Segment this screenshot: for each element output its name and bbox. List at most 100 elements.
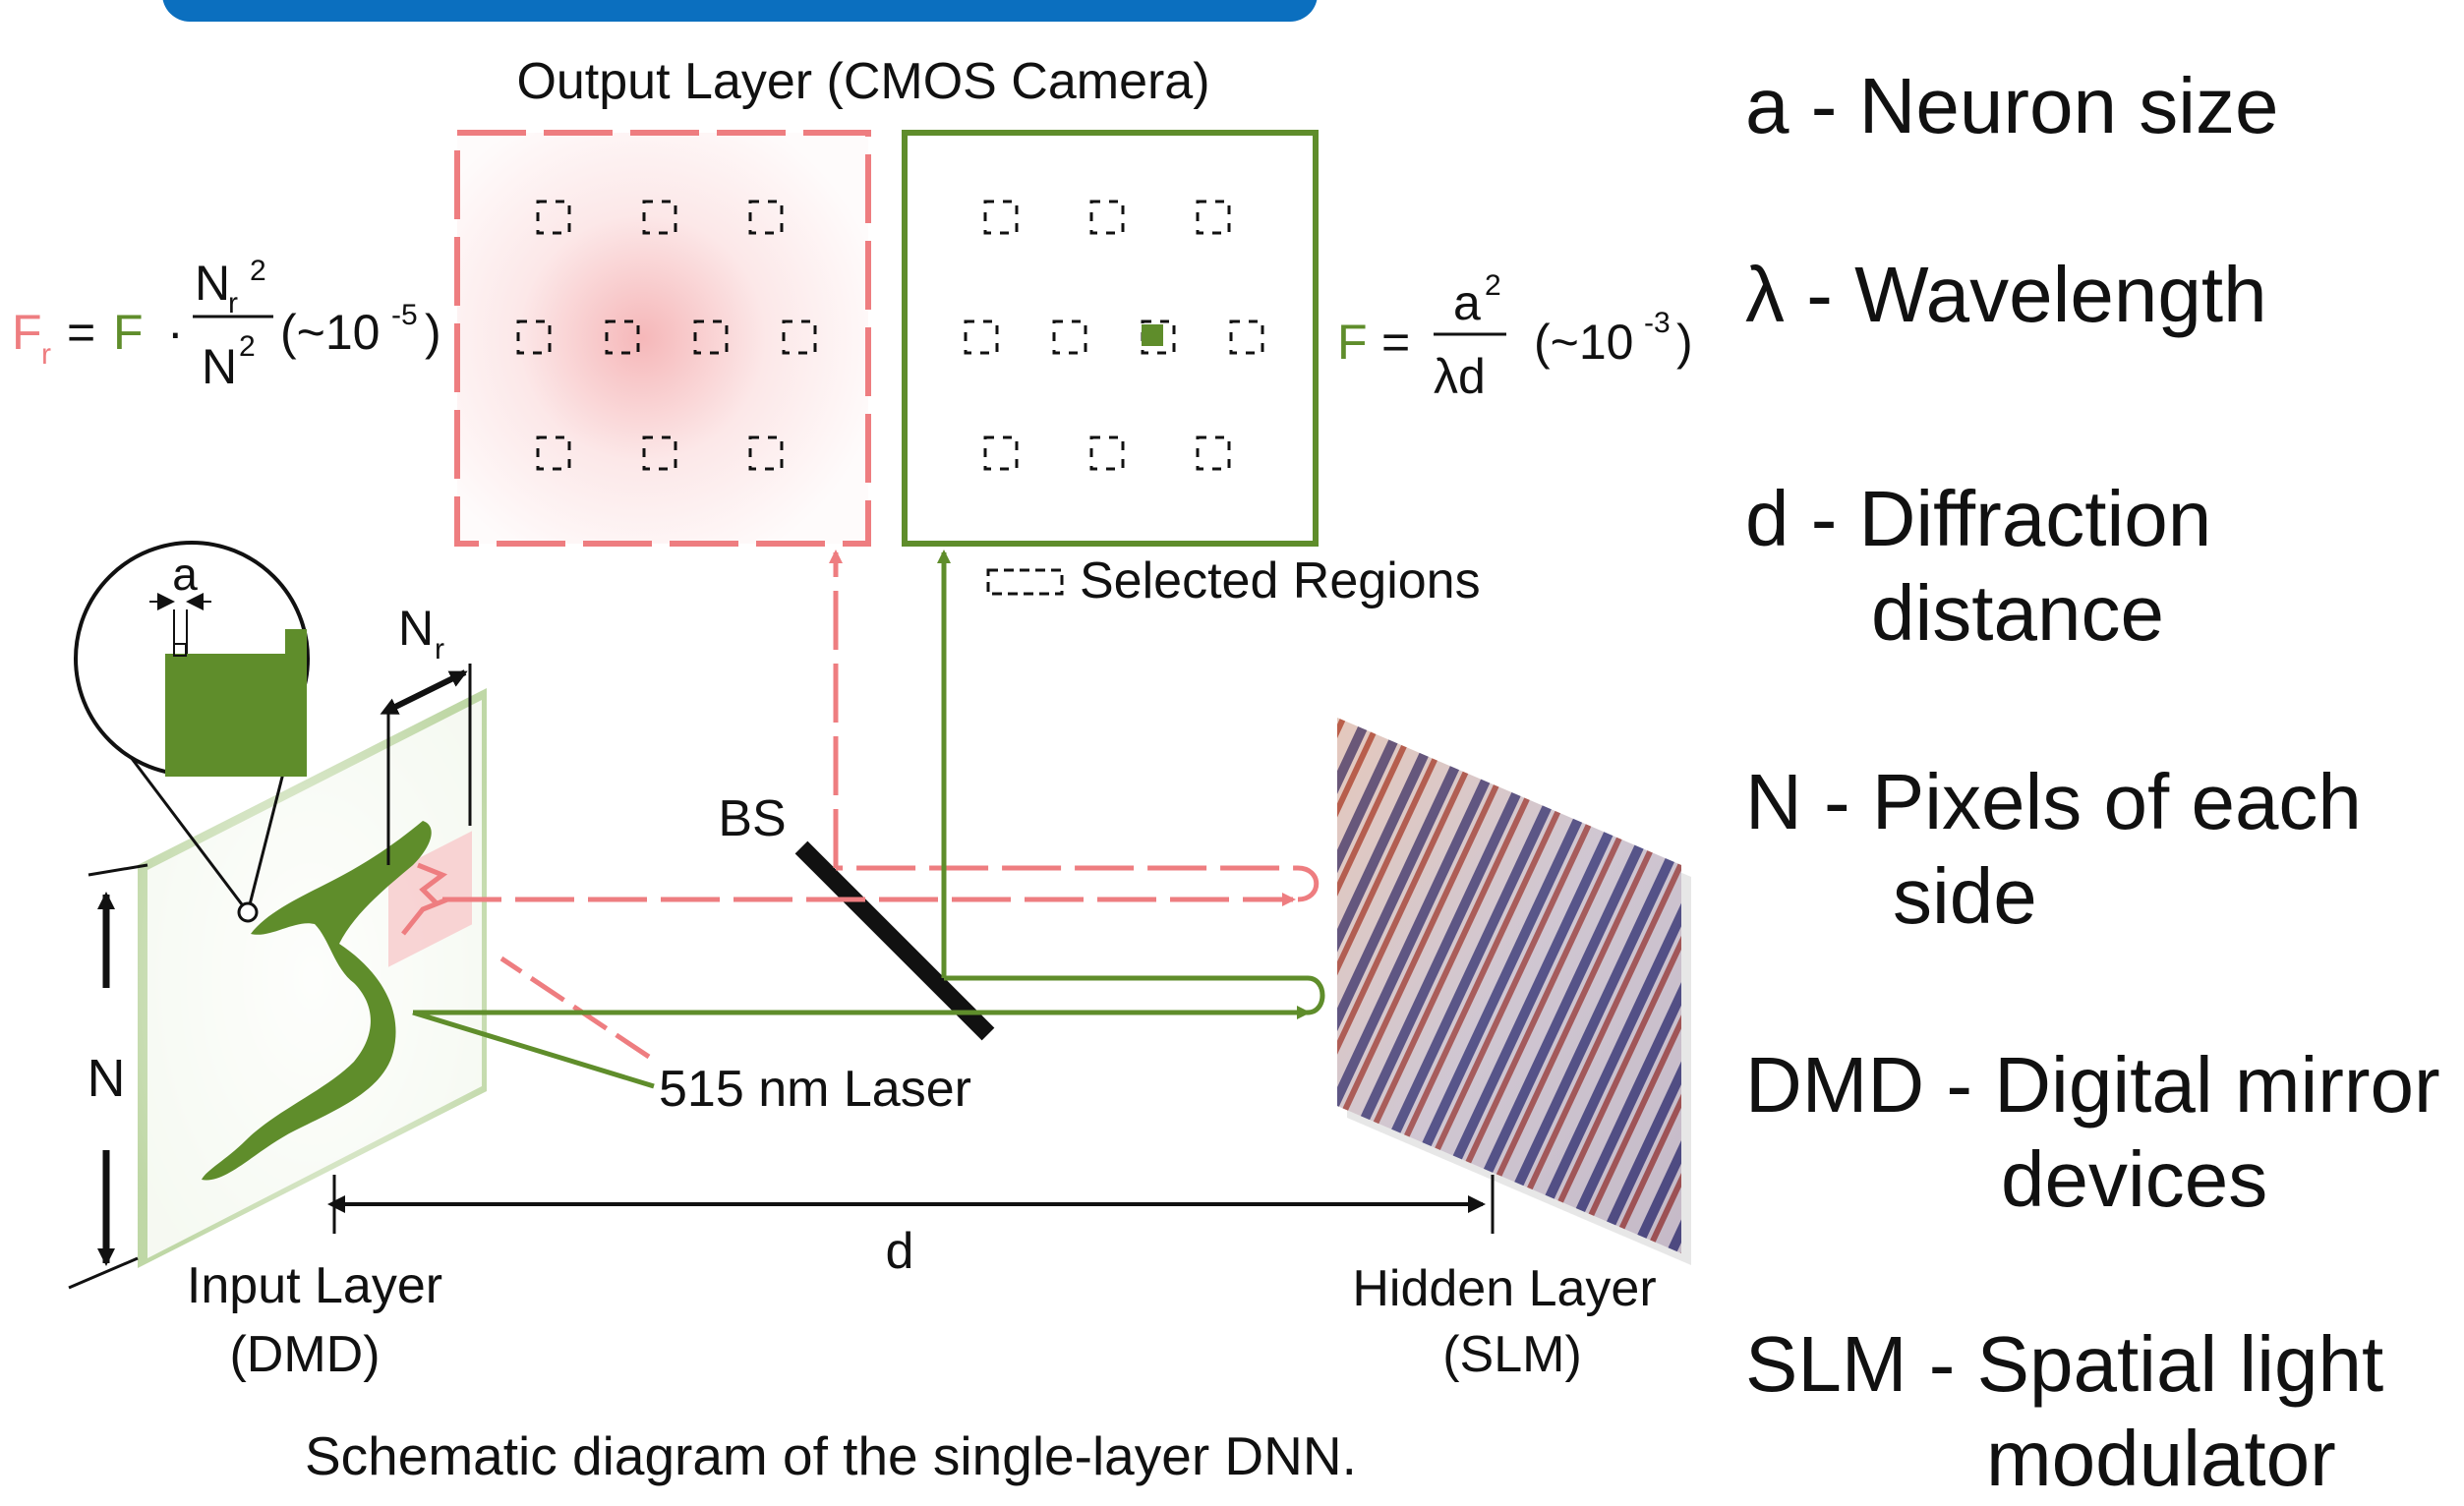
legend-definition-line: Neuron size xyxy=(1858,62,2279,149)
legend-definition-line: Spatial light xyxy=(1976,1320,2384,1408)
svg-text:N: N xyxy=(88,1049,126,1108)
legend-entry-a: a - Neuron size xyxy=(1745,59,2278,153)
slm-panel xyxy=(1337,718,1691,1265)
legend-separator: - xyxy=(1785,251,1855,338)
svg-text:r: r xyxy=(228,287,238,319)
svg-text:d: d xyxy=(886,1223,914,1280)
dmd-panel xyxy=(138,688,487,1268)
selected-region-box xyxy=(1196,435,1231,471)
selected-region-box xyxy=(1229,319,1264,355)
svg-text:a: a xyxy=(1453,275,1481,330)
selected-regions-legend: Selected Regions xyxy=(986,552,1481,609)
svg-text:N: N xyxy=(195,256,230,311)
legend-term: DMD xyxy=(1745,1041,1925,1129)
legend-definition-line: Wavelength xyxy=(1854,251,2267,338)
svg-text:r: r xyxy=(41,338,51,371)
svg-text:(~10: (~10 xyxy=(280,305,380,360)
hidden-layer-label-line2: (SLM) xyxy=(1442,1326,1582,1383)
svg-text:F: F xyxy=(113,305,144,360)
input-layer-label-line1: Input Layer xyxy=(187,1257,442,1314)
legend-separator: - xyxy=(1789,475,1859,562)
handwritten-digit-shape xyxy=(202,821,432,1181)
selected-region-box xyxy=(693,319,729,355)
selected-region-box xyxy=(1089,200,1125,235)
svg-text:): ) xyxy=(425,305,441,360)
legend-separator: - xyxy=(1907,1320,1977,1408)
legend-definition-line: Pixels of each xyxy=(1871,758,2362,845)
output-panel-expected xyxy=(902,130,1319,547)
selected-region-box xyxy=(642,435,677,471)
svg-text:=: = xyxy=(1381,315,1410,370)
svg-text:BS: BS xyxy=(718,790,786,847)
selected-region-box xyxy=(1196,200,1231,235)
svg-text:2: 2 xyxy=(1485,269,1501,302)
svg-text:λd: λd xyxy=(1434,349,1486,404)
legend-separator: - xyxy=(1789,62,1859,149)
laser-label: 515 nm Laser xyxy=(659,1061,971,1118)
selected-region-box xyxy=(536,435,571,471)
legend-term: SLM xyxy=(1745,1320,1907,1408)
legend-definition-line: side xyxy=(1893,852,2037,940)
legend-definition-line: Diffraction xyxy=(1858,475,2212,562)
svg-text:-5: -5 xyxy=(391,299,418,331)
selected-region-box xyxy=(782,319,817,355)
nr-dimension: N r xyxy=(380,601,472,865)
selected-region-box xyxy=(536,200,571,235)
neuron-zoom-inset: a xyxy=(74,541,310,913)
pink-beam xyxy=(442,550,1320,1060)
legend-definition-line: modulator xyxy=(1986,1415,2336,1502)
selected-region-box xyxy=(1052,319,1087,355)
legend-separator: - xyxy=(1801,758,1872,845)
selected-region-box xyxy=(605,319,640,355)
n-dimension: N xyxy=(68,863,148,1290)
svg-text:F: F xyxy=(1337,315,1368,370)
green-beam xyxy=(412,550,1325,1089)
beam-splitter: BS xyxy=(718,790,995,1041)
svg-text:(~10: (~10 xyxy=(1534,315,1633,370)
svg-text:N: N xyxy=(202,339,237,394)
selected-region-box xyxy=(964,319,999,355)
legend-term: d xyxy=(1745,475,1789,562)
legend-definition-line: distance xyxy=(1871,569,2164,657)
selected-region-box xyxy=(1089,435,1125,471)
svg-text:-3: -3 xyxy=(1644,307,1671,339)
selected-region-box xyxy=(983,200,1019,235)
legend-definition-line: devices xyxy=(2001,1135,2268,1223)
output-panel-raw xyxy=(454,130,871,547)
svg-text:2: 2 xyxy=(250,255,266,287)
selected-region-box xyxy=(748,435,784,471)
svg-text:·: · xyxy=(167,305,184,360)
legend-term: λ xyxy=(1745,251,1785,338)
hidden-layer-label-line1: Hidden Layer xyxy=(1352,1260,1656,1317)
legend-separator: - xyxy=(1924,1041,1995,1129)
header-banner xyxy=(162,0,1318,22)
svg-text:Selected Regions: Selected Regions xyxy=(1080,552,1481,609)
legend-term: a xyxy=(1745,62,1789,149)
input-layer-label-line2: (DMD) xyxy=(229,1326,380,1383)
output-layer-title: Output Layer (CMOS Camera) xyxy=(516,53,1209,110)
legend-term: N xyxy=(1745,758,1802,845)
selected-region-box xyxy=(516,319,552,355)
selected-region-box xyxy=(642,200,677,235)
legend-definition-line: Digital mirror xyxy=(1994,1041,2440,1129)
svg-text:2: 2 xyxy=(239,330,256,363)
svg-text:a: a xyxy=(172,549,198,600)
svg-text:): ) xyxy=(1676,315,1693,370)
svg-text:=: = xyxy=(67,305,95,360)
selected-region-box xyxy=(748,200,784,235)
formula-f: F = a 2 λd (~10 -3 ) xyxy=(1337,269,1693,404)
svg-text:r: r xyxy=(435,633,444,666)
svg-text:N: N xyxy=(398,601,434,656)
legend-entry-: λ - Wavelength xyxy=(1745,248,2267,342)
d-dimension: d xyxy=(327,1175,1495,1280)
svg-text:F: F xyxy=(12,305,42,360)
formula-fr: F r = F · N r 2 N 2 (~10 -5 ) xyxy=(12,255,441,394)
figure-caption: Schematic diagram of the single-layer DN… xyxy=(305,1425,1357,1486)
target-region-marker xyxy=(1142,324,1163,346)
selected-region-box xyxy=(983,435,1019,471)
